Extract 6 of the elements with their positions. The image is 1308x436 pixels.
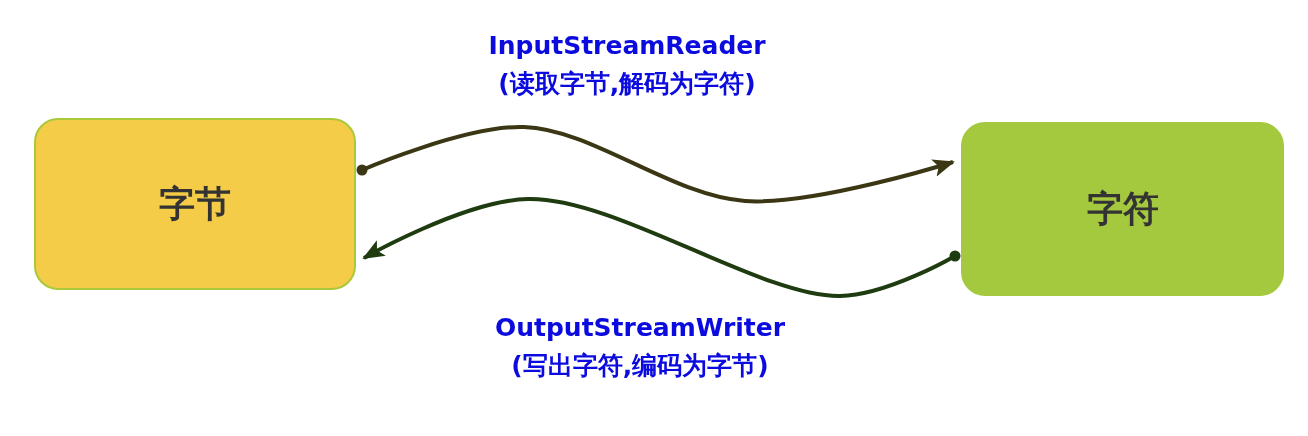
node-label: 字节 bbox=[159, 182, 231, 226]
node-label: 字符 bbox=[1086, 187, 1159, 231]
curved-arrow bbox=[362, 197, 961, 298]
rounded-box bbox=[961, 122, 1284, 296]
curved-arrow bbox=[356, 125, 955, 204]
rounded-box bbox=[34, 118, 356, 290]
